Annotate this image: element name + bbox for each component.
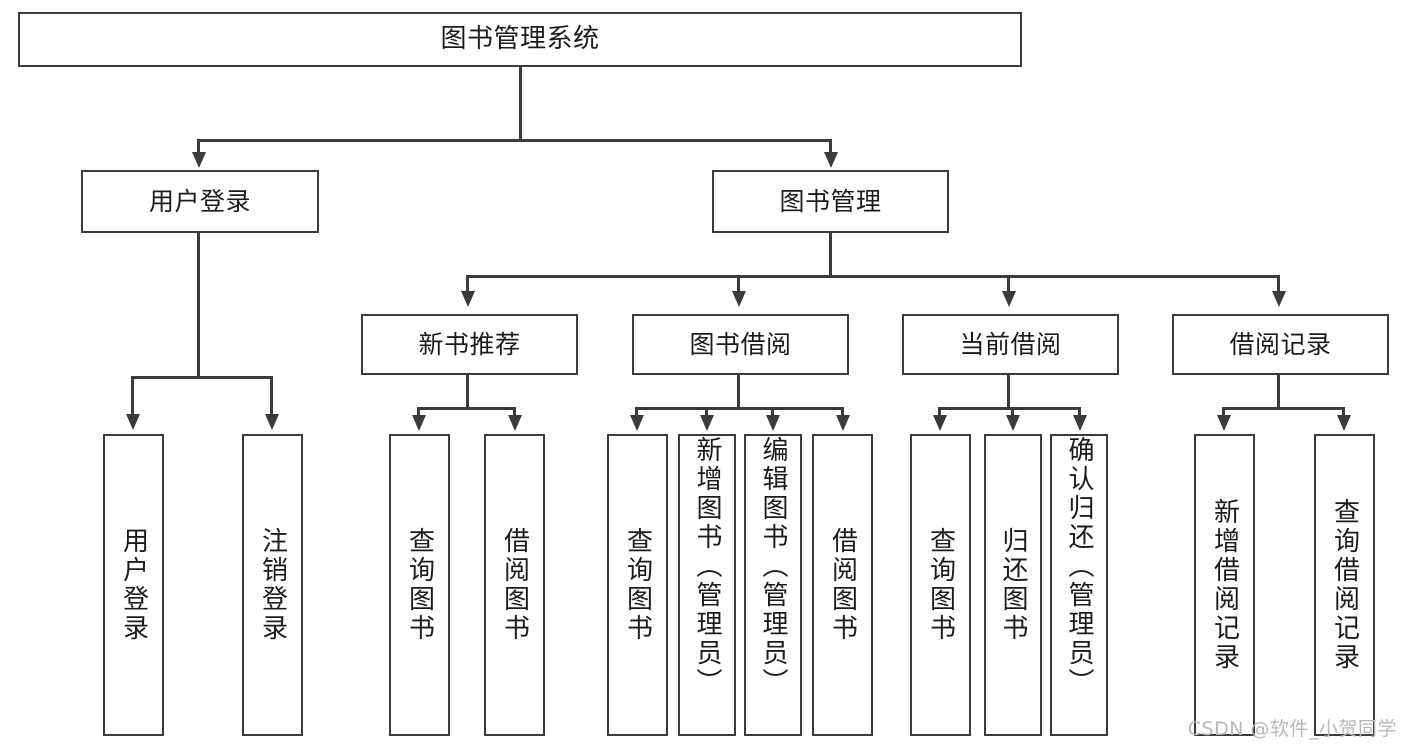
connector-to-current-borrow bbox=[1007, 275, 1010, 295]
leaf-query-borrow-record[interactable]: 查询借阅记录 bbox=[1314, 434, 1375, 736]
arrowhead-leaf-confirm-return bbox=[1073, 415, 1087, 431]
node-label: 用户登录 bbox=[118, 527, 149, 643]
arrowhead-borrow-record bbox=[1272, 291, 1286, 307]
arrowhead-leaf-query-book-1 bbox=[412, 415, 426, 431]
connector-current-borrow-stem bbox=[1007, 375, 1010, 409]
connector-book-borrow-leaf-3 bbox=[771, 407, 774, 419]
connector-book-mgmt-bus bbox=[466, 275, 1280, 278]
connector-current-borrow-bus bbox=[938, 407, 1080, 410]
leaf-edit-book-admin[interactable]: 编辑图书（管理员） bbox=[744, 434, 802, 736]
connector-root-bus bbox=[197, 139, 832, 142]
connector-user-login-leaf-1 bbox=[131, 376, 134, 418]
node-label: 查询借阅记录 bbox=[1329, 498, 1360, 672]
connector-root-stem bbox=[519, 67, 522, 140]
node-current-borrow[interactable]: 当前借阅 bbox=[902, 314, 1119, 375]
connector-book-borrow-stem bbox=[737, 375, 740, 409]
node-label: 查询图书 bbox=[622, 527, 653, 643]
node-label: 当前借阅 bbox=[959, 329, 1062, 359]
node-label: 借阅图书 bbox=[499, 527, 530, 643]
leaf-add-borrow-record[interactable]: 新增借阅记录 bbox=[1194, 434, 1255, 736]
node-label: 图书管理 bbox=[779, 186, 882, 216]
arrowhead-leaf-query-book-3 bbox=[933, 415, 947, 431]
arrowhead-book-borrow bbox=[732, 291, 746, 307]
arrowhead-leaf-borrow-book-2 bbox=[836, 415, 850, 431]
connector-new-book-leaf-1 bbox=[417, 407, 420, 419]
node-label: 借阅记录 bbox=[1229, 329, 1332, 359]
leaf-confirm-return-admin[interactable]: 确认归还（管理员） bbox=[1050, 434, 1108, 736]
arrowhead-leaf-user-login bbox=[126, 414, 140, 430]
node-root-system[interactable]: 图书管理系统 bbox=[18, 12, 1022, 67]
node-label: 新增借阅记录 bbox=[1209, 498, 1240, 672]
arrowhead-book-mgmt bbox=[824, 152, 838, 168]
node-label: 查询图书 bbox=[404, 527, 435, 643]
node-label: 归还图书 bbox=[998, 527, 1028, 643]
node-label: 新书推荐 bbox=[418, 329, 521, 359]
leaf-borrow-book[interactable]: 借阅图书 bbox=[812, 434, 873, 736]
connector-current-borrow-leaf-2 bbox=[1011, 407, 1014, 419]
connector-current-borrow-leaf-1 bbox=[938, 407, 941, 419]
connector-root-to-user-login bbox=[197, 139, 200, 157]
arrowhead-leaf-return-book bbox=[1006, 415, 1020, 431]
connector-borrow-record-stem bbox=[1277, 375, 1280, 409]
connector-book-borrow-bus bbox=[635, 407, 842, 410]
arrowhead-leaf-edit-book bbox=[766, 415, 780, 431]
node-label: 注销登录 bbox=[257, 527, 288, 643]
connector-root-to-book-mgmt bbox=[829, 139, 832, 157]
arrowhead-new-book bbox=[461, 291, 475, 307]
connector-new-book-bus bbox=[417, 407, 515, 410]
connector-current-borrow-leaf-3 bbox=[1078, 407, 1081, 419]
leaf-add-book-admin[interactable]: 新增图书（管理员） bbox=[678, 434, 736, 736]
connector-borrow-record-leaf-1 bbox=[1222, 407, 1225, 419]
node-borrow-record[interactable]: 借阅记录 bbox=[1172, 314, 1389, 375]
leaf-query-book-current[interactable]: 查询图书 bbox=[910, 434, 971, 736]
arrowhead-current-borrow bbox=[1002, 291, 1016, 307]
leaf-query-book-recommend[interactable]: 查询图书 bbox=[389, 434, 450, 736]
connector-to-borrow-record bbox=[1277, 275, 1280, 295]
arrowhead-leaf-borrow-book-1 bbox=[508, 415, 522, 431]
connector-book-borrow-leaf-1 bbox=[635, 407, 638, 419]
node-label: 新增图书（管理员） bbox=[692, 436, 722, 697]
connector-to-new-book bbox=[466, 275, 469, 295]
arrowhead-leaf-query-book-2 bbox=[630, 415, 644, 431]
connector-to-book-borrow bbox=[737, 275, 740, 295]
connector-user-login-bus bbox=[131, 376, 272, 379]
connector-book-mgmt-stem bbox=[829, 233, 832, 277]
node-label: 编辑图书（管理员） bbox=[758, 436, 788, 697]
node-label: 图书管理系统 bbox=[440, 24, 600, 55]
node-book-management[interactable]: 图书管理 bbox=[712, 170, 949, 233]
connector-user-login-leaf-2 bbox=[270, 376, 273, 418]
connector-book-borrow-leaf-2 bbox=[705, 407, 708, 419]
node-label: 确认归还（管理员） bbox=[1064, 436, 1094, 697]
csdn-watermark: CSDN @软件_小贺同学 bbox=[1187, 718, 1397, 740]
node-user-login[interactable]: 用户登录 bbox=[81, 170, 319, 233]
node-book-borrow[interactable]: 图书借阅 bbox=[632, 314, 849, 375]
connector-borrow-record-bus bbox=[1222, 407, 1344, 410]
leaf-query-book-borrow[interactable]: 查询图书 bbox=[607, 434, 668, 736]
arrowhead-user-login bbox=[192, 152, 206, 168]
arrowhead-leaf-logout bbox=[265, 414, 279, 430]
arrowhead-leaf-add-book bbox=[700, 415, 714, 431]
node-new-book-recommend[interactable]: 新书推荐 bbox=[361, 314, 578, 375]
arrowhead-leaf-add-record bbox=[1217, 415, 1231, 431]
node-label: 图书借阅 bbox=[689, 329, 792, 359]
leaf-return-book[interactable]: 归还图书 bbox=[984, 434, 1042, 736]
connector-book-borrow-leaf-4 bbox=[841, 407, 844, 419]
connector-user-login-stem bbox=[197, 233, 200, 378]
leaf-borrow-book-recommend[interactable]: 借阅图书 bbox=[484, 434, 545, 736]
node-label: 借阅图书 bbox=[827, 527, 858, 643]
leaf-user-login[interactable]: 用户登录 bbox=[103, 434, 164, 736]
node-label: 用户登录 bbox=[148, 186, 251, 216]
connector-new-book-stem bbox=[466, 375, 469, 409]
arrowhead-leaf-query-record bbox=[1337, 415, 1351, 431]
connector-new-book-leaf-2 bbox=[513, 407, 516, 419]
connector-borrow-record-leaf-2 bbox=[1342, 407, 1345, 419]
leaf-logout[interactable]: 注销登录 bbox=[242, 434, 303, 736]
node-label: 查询图书 bbox=[925, 527, 956, 643]
